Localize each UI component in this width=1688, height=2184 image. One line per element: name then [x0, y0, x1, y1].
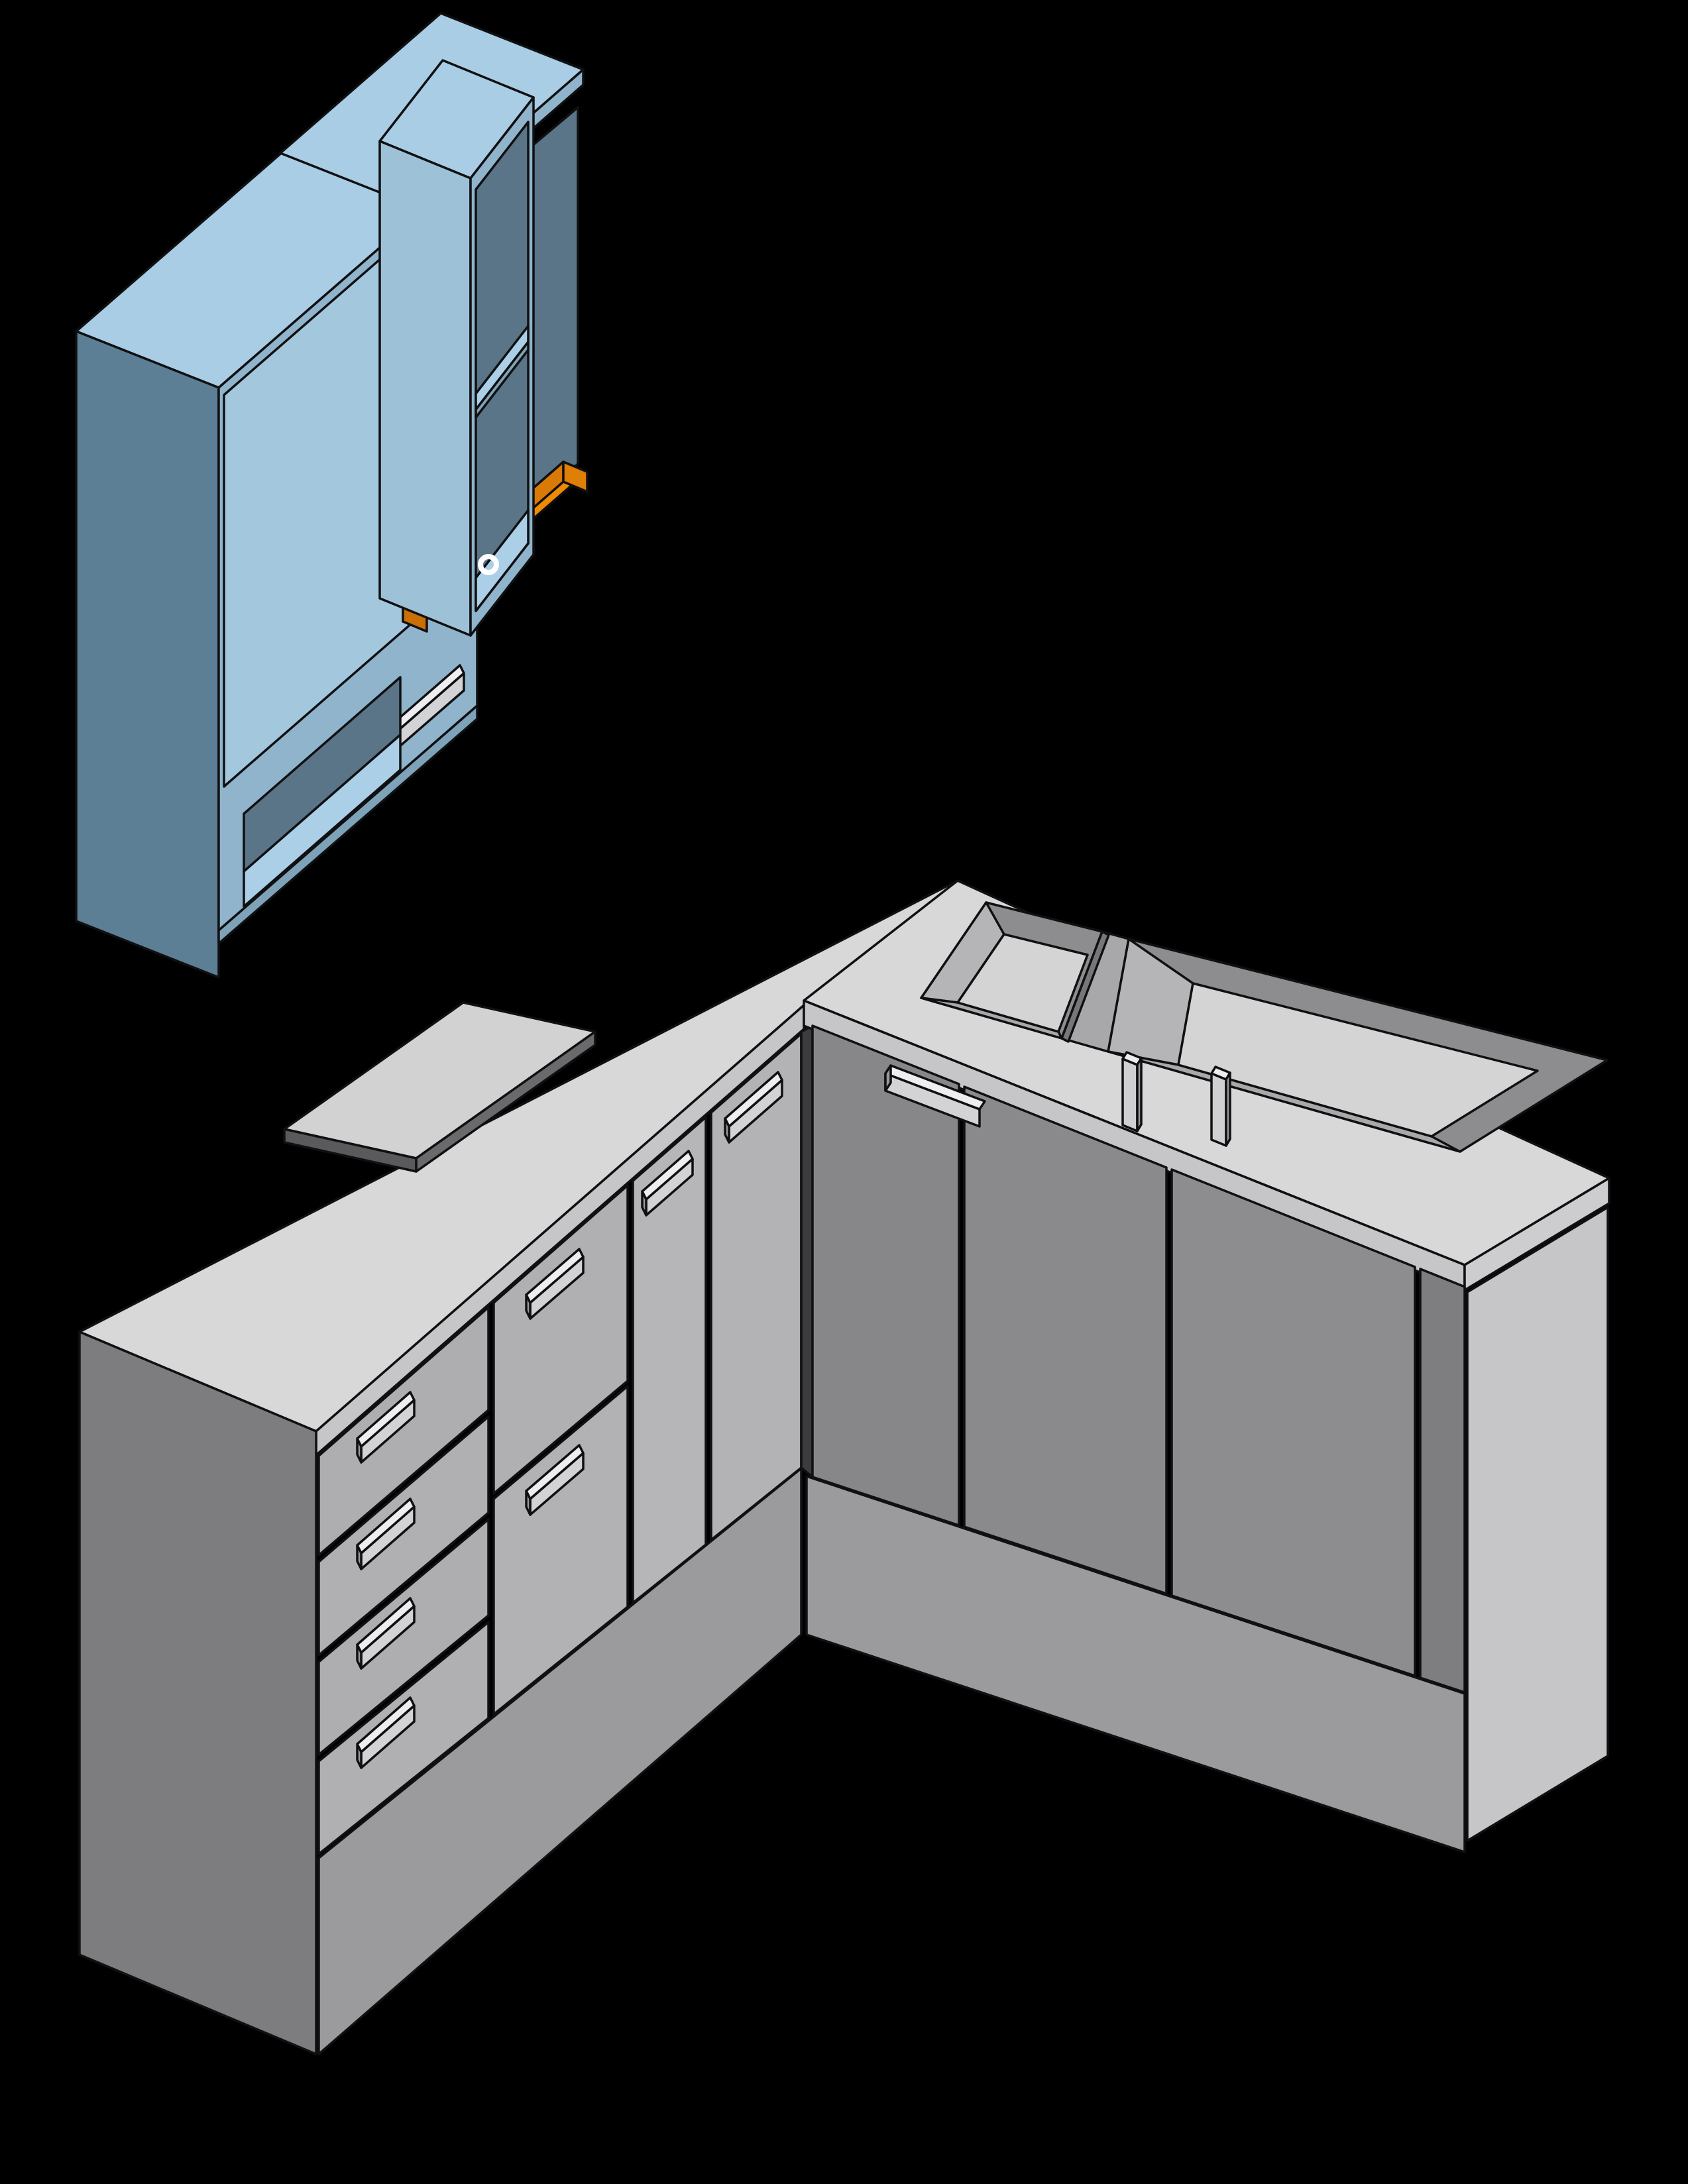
drawer-1[interactable]	[317, 1306, 490, 1556]
base-cabinet-assembly[interactable]	[78, 879, 1610, 2055]
origin-marker	[478, 554, 499, 575]
drawer-3[interactable]	[317, 1518, 490, 1756]
wide-drawer-lower-handle-cap[interactable]	[525, 1490, 532, 1516]
right-door-2-handle-front[interactable]	[1121, 1058, 1139, 1132]
tall-cabinet-side-panel[interactable]	[75, 330, 220, 979]
right-plinth[interactable]	[805, 1475, 1466, 1853]
wide-drawer-upper-handle-cap[interactable]	[525, 1293, 532, 1320]
drawer-3-handle-cap[interactable]	[356, 1643, 363, 1670]
tall-door-left-handle-cap[interactable]	[641, 1190, 647, 1217]
corner-recess-shadow[interactable]	[800, 1024, 814, 1478]
right-countertop-end-band[interactable]	[1463, 1177, 1610, 1291]
sink-divider-side[interactable]	[1060, 930, 1110, 1043]
left-side-panel[interactable]	[78, 1331, 317, 2055]
tall-cabinet-bottom-band[interactable]	[217, 704, 478, 945]
right-door-3-handle-front[interactable]	[1210, 1072, 1227, 1147]
drawer-4[interactable]	[317, 1621, 490, 1855]
right-filler-strip[interactable]	[1419, 1268, 1466, 1694]
drawer-2-handle-cap[interactable]	[356, 1544, 363, 1570]
right-door-1-handle-cap[interactable]	[884, 1064, 892, 1092]
drawer-4-handle-cap[interactable]	[356, 1743, 363, 1769]
right-door-2-handle-side[interactable]	[1136, 1057, 1143, 1132]
right-box-left-panel[interactable]	[378, 140, 472, 637]
orange-shelf-right-cap[interactable]	[562, 461, 589, 493]
right-door-3[interactable]	[1170, 1168, 1416, 1677]
right-side-panel[interactable]	[1466, 1206, 1609, 1842]
sink-left-basin-bottom[interactable]	[956, 933, 1089, 1033]
sink-right-basin-bottom[interactable]	[1177, 982, 1539, 1138]
right-box-shelf-edge[interactable]	[475, 341, 530, 419]
right-door-1[interactable]	[811, 1024, 960, 1527]
tall-cabinet-window-sill[interactable]	[243, 734, 402, 908]
right-box-bottom-lip[interactable]	[475, 509, 530, 612]
tall-door-left-bank[interactable]	[632, 1116, 707, 1604]
right-door-2[interactable]	[963, 1085, 1168, 1595]
wide-drawer-upper[interactable]	[492, 1184, 629, 1495]
wall-cabinet-assembly[interactable]	[75, 12, 589, 979]
wide-drawer-lower[interactable]	[492, 1385, 629, 1716]
cooktop-slab-edge-right[interactable]	[415, 1030, 596, 1173]
drawer-2[interactable]	[317, 1415, 490, 1657]
drawer-1-handle-cap[interactable]	[356, 1437, 363, 1464]
right-door-3-handle-side[interactable]	[1225, 1071, 1231, 1147]
corner-door-handle-cap[interactable]	[724, 1117, 730, 1144]
